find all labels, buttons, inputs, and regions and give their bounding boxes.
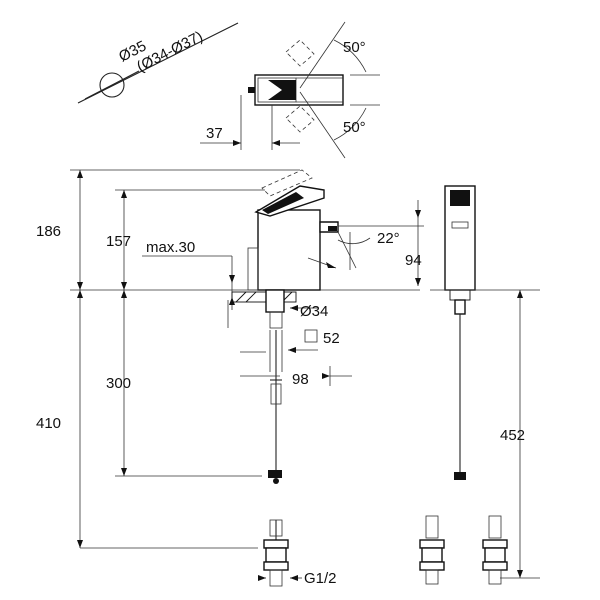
faucet-side-view: 186 410 157 300 max.30 [36, 169, 424, 587]
height-spout-label: 157 [106, 233, 131, 250]
shank-diameter-label: Ø34 [300, 303, 328, 320]
spout-height-label: 94 [405, 252, 422, 269]
angle-top-label: 50° [343, 39, 366, 56]
connection-label: G1/2 [304, 570, 337, 587]
total-below-label: 410 [36, 415, 61, 432]
hole-diameter-group: Ø35 (Ø34-Ø37) [77, 22, 239, 104]
reach-label: 98 [292, 371, 309, 388]
plate-square-label: 52 [323, 330, 340, 347]
handle-plan-view: 50° 50° 37 [200, 21, 380, 159]
handle-offset-label: 37 [206, 125, 223, 142]
deck-max-label: max.30 [146, 239, 195, 256]
faucet-front-view: 452 [419, 185, 540, 585]
height-total-label: 186 [36, 223, 61, 240]
angle-bottom-label: 50° [343, 119, 366, 136]
below-deck-label: 300 [106, 375, 131, 392]
hose-length-label: 452 [500, 427, 525, 444]
spout-angle-label: 22° [377, 230, 400, 247]
